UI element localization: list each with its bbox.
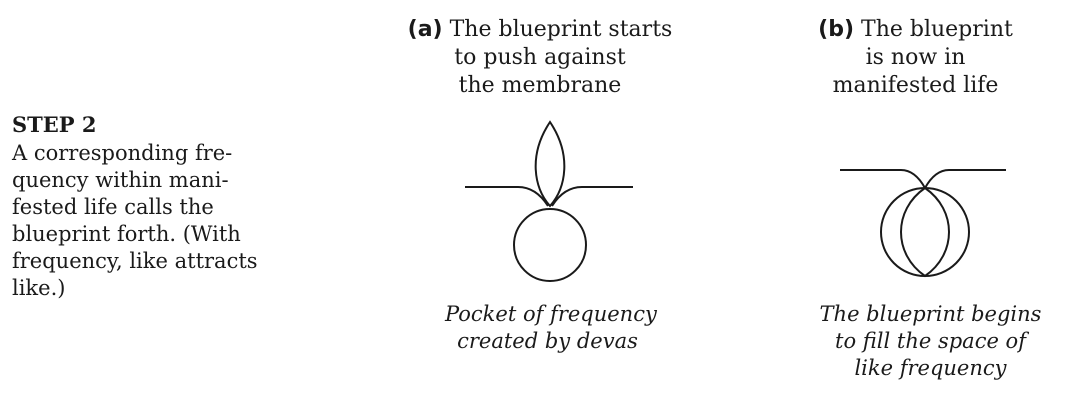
panel-a-caption: (a) The blueprint starts to push against… xyxy=(375,16,705,100)
step-line: blueprint forth. (With xyxy=(12,222,241,246)
panel-b-figure-caption: The blueprint begins to fill the space o… xyxy=(808,301,1053,382)
step-heading: STEP 2 xyxy=(12,112,97,137)
frequency-space-circle xyxy=(880,187,970,277)
panel-a-figure-caption: Pocket of frequency created by devas xyxy=(445,301,657,355)
membrane-left xyxy=(465,186,549,207)
panel-b-figure-caption-line: like frequency xyxy=(854,356,1007,380)
membrane-left xyxy=(840,169,926,189)
panel-a-diagram xyxy=(465,120,633,282)
panel-a-caption-line: to push against xyxy=(454,45,626,70)
blueprint-lens xyxy=(900,186,950,278)
membrane-right xyxy=(551,186,633,207)
panel-b-caption-line: manifested life xyxy=(832,73,999,98)
panel-b-tag: (b) xyxy=(818,17,855,42)
blueprint-teardrop xyxy=(534,120,566,208)
panel-a-caption-line: the membrane xyxy=(458,73,622,98)
panel-b-caption: (b) The blueprint is now in manifested l… xyxy=(778,16,1053,100)
step-line: frequency, like attracts xyxy=(12,249,258,273)
step-line: like.) xyxy=(12,276,66,300)
step-line: quency within mani- xyxy=(12,168,229,192)
step-2-text: STEP 2 A corresponding fre- quency withi… xyxy=(12,112,317,302)
step-line: fested life calls the xyxy=(12,195,214,219)
panel-b-figure-caption-line: to fill the space of xyxy=(835,329,1026,353)
panel-a-figure-caption-line: created by devas xyxy=(457,329,638,353)
panel-a-figure-caption-line: Pocket of frequency xyxy=(445,302,657,326)
panel-a-caption-line: The blueprint starts xyxy=(449,17,673,42)
frequency-pocket-circle xyxy=(513,208,587,282)
panel-a-tag: (a) xyxy=(407,17,443,42)
panel-b-figure-caption-line: The blueprint begins xyxy=(819,302,1042,326)
membrane-right xyxy=(924,169,1006,189)
panel-b-diagram xyxy=(840,169,1006,278)
step-line: A corresponding fre- xyxy=(12,141,233,165)
panel-b-caption-line: is now in xyxy=(865,45,966,70)
panel-b-caption-line: The blueprint xyxy=(861,17,1013,42)
